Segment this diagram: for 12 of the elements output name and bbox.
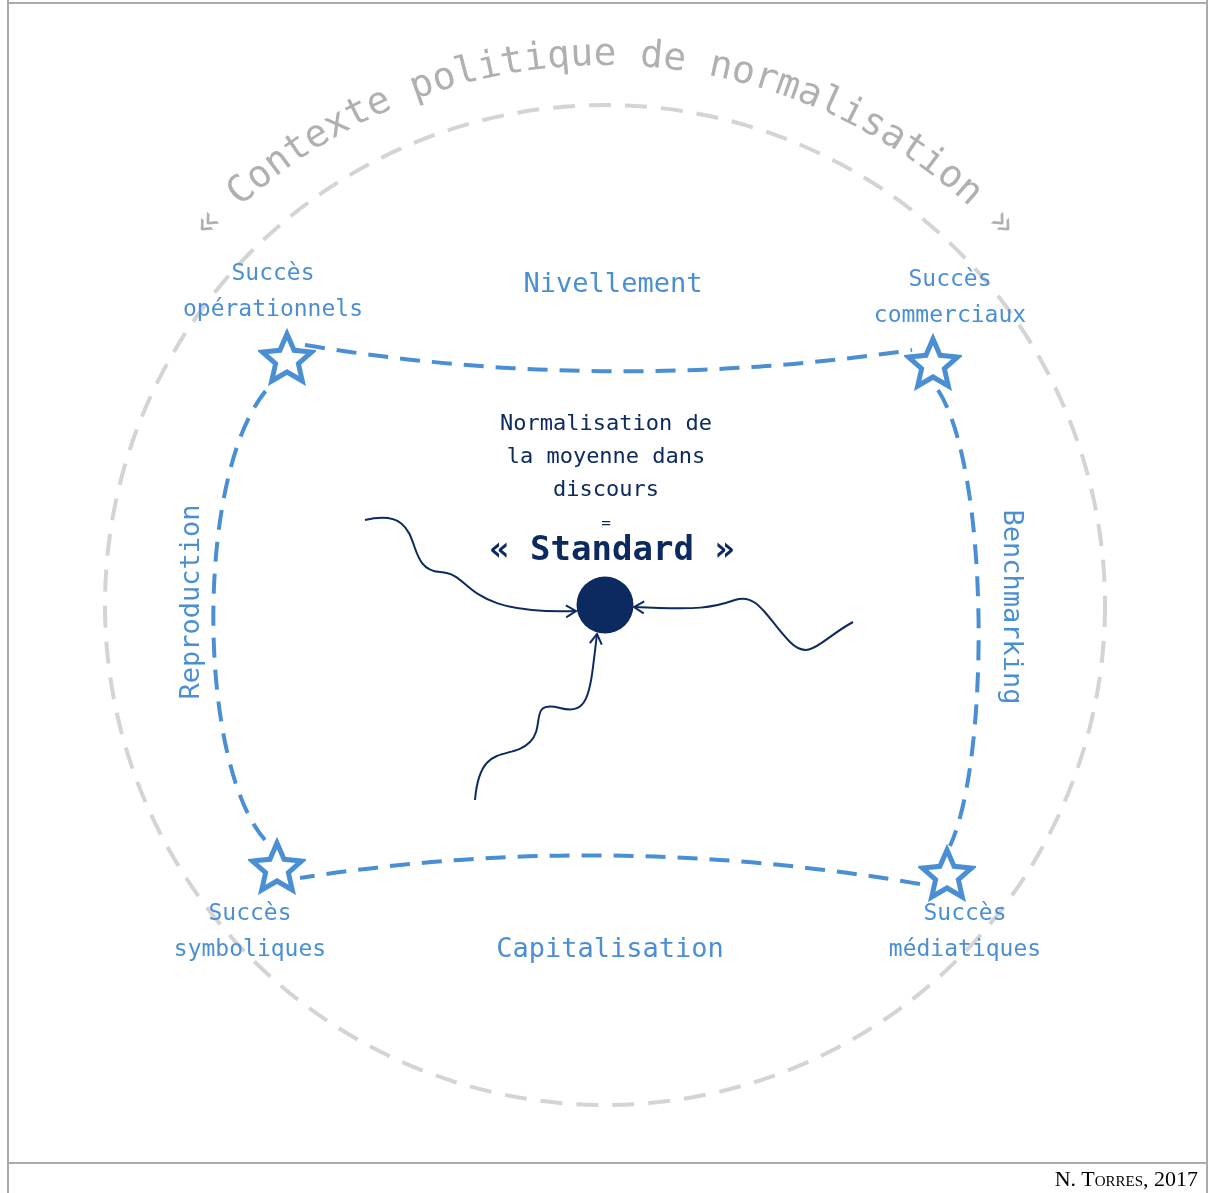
dashed-curve (304, 343, 913, 374)
center-text: Normalisation de la moyenne dans discours (499, 408, 713, 503)
star-caption: Succès opérationnels (182, 258, 364, 323)
dashed-curve (299, 853, 921, 886)
dashed-curve (936, 389, 981, 847)
star-caption: Succès médiatiques (887, 898, 1043, 963)
star-caption: Succès commerciaux (872, 264, 1028, 329)
wavy-arrow (474, 633, 603, 801)
caption: N. Torres, 2017 (1054, 1166, 1198, 1192)
star-caption: Succès symboliques (172, 898, 328, 963)
wavy-arrow (633, 597, 854, 651)
wavy-arrow (364, 516, 577, 619)
